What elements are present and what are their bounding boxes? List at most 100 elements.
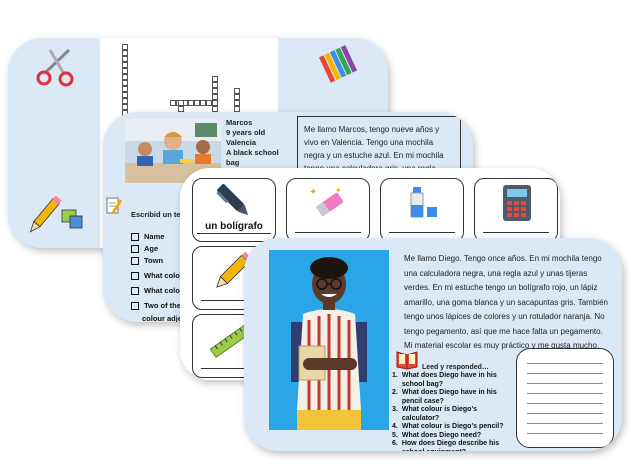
crossword-cell	[194, 100, 200, 106]
checklist-label: Town	[144, 256, 164, 265]
question-item: 6.How does Diego describe his school equ…	[392, 440, 514, 451]
checklist-item: Two of the t	[131, 301, 186, 310]
checklist-label: colour adje	[142, 314, 183, 322]
question-number: 2.	[392, 389, 398, 396]
crossword-cell	[122, 104, 128, 110]
book-icon	[396, 351, 418, 370]
question-text: What does Diego need?	[401, 431, 482, 439]
question-text: What does Diego have in his pencil case?	[401, 389, 497, 405]
checklist-item: Town	[131, 256, 186, 265]
question-item: 1.What does Diego have in his school bag…	[392, 372, 514, 389]
svg-text:✦: ✦	[309, 187, 317, 198]
crossword-cell	[178, 106, 184, 112]
question-number: 5.	[392, 431, 398, 439]
crossword-cell	[122, 68, 128, 74]
question-number: 4.	[392, 423, 398, 430]
checklist-label: What colou	[144, 271, 185, 280]
question-item: 5.What does Diego need?	[392, 432, 514, 441]
tile-glue-line	[389, 232, 455, 233]
crossword-cell	[212, 106, 218, 112]
tile-glue-stick	[380, 178, 464, 242]
diego-paragraph: Me llamo Diego. Tengo once años. En mi m…	[404, 254, 608, 350]
checkbox-icon	[131, 271, 139, 280]
question-number: 3.	[392, 406, 398, 413]
crossword-cell	[212, 76, 218, 82]
svg-text:✦: ✦	[335, 186, 342, 195]
tile-calculator-line	[483, 232, 549, 233]
checkbox-icon	[131, 286, 139, 295]
checkbox-icon	[131, 256, 139, 265]
question-text: What colour is Diego's calculator?	[401, 406, 478, 422]
crossword-cell	[212, 100, 218, 106]
crossword-cell	[234, 88, 240, 94]
crossword-cell	[234, 100, 240, 106]
tile-calculator	[474, 178, 558, 242]
crossword-cell	[234, 94, 240, 100]
profile-line: 9 years old	[226, 128, 266, 137]
crossword-cell	[200, 100, 206, 106]
marcos-text-box: Me llamo Marcos, tengo nueve años y vivo…	[297, 116, 461, 172]
crossword-cell	[122, 86, 128, 92]
scissors-icon	[36, 48, 74, 87]
read-title: Leed y responded…	[422, 364, 489, 371]
checkbox-icon	[131, 244, 139, 253]
crossword-cell	[122, 44, 128, 50]
crossword-cell	[122, 74, 128, 80]
tile-rubber: ✦ ✦	[286, 178, 370, 242]
checklist-item: Name	[131, 232, 186, 241]
crossword-cell	[188, 100, 194, 106]
coloured-pencils-icon	[318, 45, 358, 83]
crossword-cell	[122, 92, 128, 98]
tile-pen-line	[197, 233, 271, 234]
question-number: 6.	[392, 440, 398, 447]
question-item: 4.What colour is Diego's pencil?	[392, 423, 514, 432]
crossword-cell	[170, 100, 176, 106]
tile-pen-label: un bolígrafo	[205, 221, 263, 232]
diego-text: Me llamo Diego. Tengo once años. En mi m…	[404, 252, 610, 354]
checklist-item: Age	[131, 244, 186, 253]
checklist-item: What colou	[131, 271, 186, 280]
answer-box	[516, 348, 614, 448]
checkbox-icon	[131, 232, 139, 241]
rubber-icon: ✦ ✦	[309, 186, 344, 217]
checklist-label: What colou	[144, 286, 185, 295]
checkbox-icon	[131, 301, 139, 310]
tile-pen: un bolígrafo	[192, 178, 276, 242]
crossword-cell	[122, 98, 128, 104]
profile-line: A black school bag	[226, 148, 279, 167]
crossword-cell	[212, 88, 218, 94]
question-text: How does Diego describe his school equip…	[401, 440, 500, 451]
glue-stick-icon	[410, 187, 437, 218]
pen-icon	[216, 184, 249, 216]
checklist-label: Age	[144, 244, 159, 253]
crossword-cell	[212, 94, 218, 100]
question-item: 3.What colour is Diego's calculator?	[392, 406, 514, 423]
question-text: What colour is Diego's pencil?	[401, 423, 504, 430]
pencil-and-sharpener-icon	[29, 196, 83, 233]
profile-line: Marcos	[226, 118, 253, 127]
worksheet-card-diego: Me llamo Diego. Tengo once años. En mi m…	[244, 238, 622, 451]
classroom-photo	[125, 119, 221, 183]
write-title: Escribid un text	[131, 210, 188, 219]
crossword-cell	[178, 100, 184, 106]
crossword-cell	[122, 62, 128, 68]
question-list: 1.What does Diego have in his school bag…	[392, 372, 514, 451]
crossword-cell	[234, 106, 240, 112]
profile-line: Valencia	[226, 138, 257, 147]
marcos-paragraph: Me llamo Marcos, tengo nueve años y vivo…	[304, 125, 444, 171]
calculator-icon	[503, 185, 531, 221]
checklist-label: Name	[144, 232, 165, 241]
checklist-item: What colou	[131, 286, 186, 295]
notepad-icon	[106, 197, 123, 214]
question-text: What does Diego have in his school bag?	[401, 372, 497, 388]
checklist-label: Two of the t	[144, 301, 186, 310]
crossword-cell	[206, 100, 212, 106]
crossword-cell	[122, 80, 128, 86]
diego-photo	[269, 250, 389, 430]
checklist-item: colour adje	[131, 314, 186, 322]
tile-rubber-line	[295, 232, 361, 233]
crossword-cell	[122, 50, 128, 56]
tile-ruler-line	[201, 368, 267, 369]
